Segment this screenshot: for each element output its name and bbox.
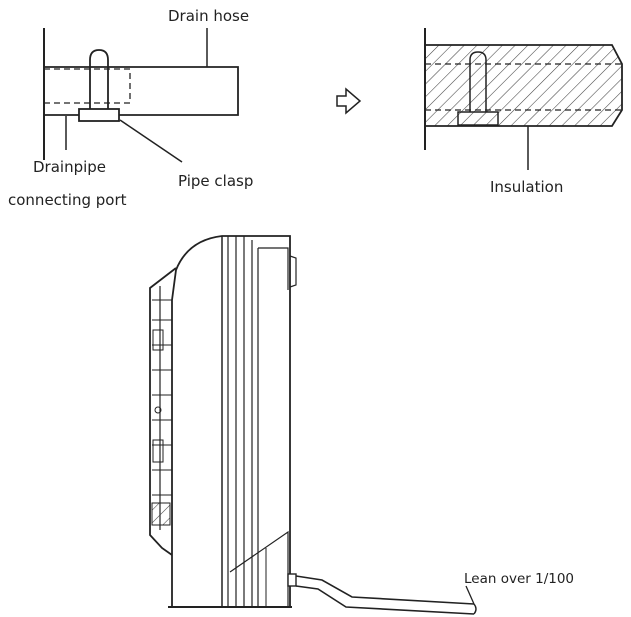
label-drainpipe: Drainpipe xyxy=(33,158,106,176)
pipe-clasp-loop xyxy=(89,49,109,110)
drain-hose-detail: Drain hose Drainpipe connecting port Pip… xyxy=(8,7,253,209)
wall-bracket xyxy=(289,255,297,288)
front-panel-outline xyxy=(171,235,291,608)
arrow-right-outline-icon xyxy=(336,87,362,115)
bottom-corner-panel xyxy=(229,530,289,607)
label-lean: Lean over 1/100 xyxy=(464,571,574,587)
drain-hose-body xyxy=(44,66,239,116)
pipe-clasp-base-insulated xyxy=(457,111,499,126)
label-connecting-port: connecting port xyxy=(8,191,127,209)
rear-housing-outline xyxy=(149,267,177,556)
pipe-clasp-loop-insulated xyxy=(469,51,487,112)
drain-hose-end xyxy=(473,603,477,615)
insulation-wrap xyxy=(424,44,623,127)
top-notch xyxy=(258,247,289,290)
pipe-clasp-base xyxy=(78,108,120,122)
label-drain-hose: Drain hose xyxy=(168,7,249,25)
drainpipe-connecting-port xyxy=(43,68,131,104)
label-pipe-clasp: Pipe clasp xyxy=(178,172,253,190)
drain-hose-top-edge xyxy=(295,575,475,605)
label-insulation: Insulation xyxy=(490,178,563,196)
leader-pipe-clasp xyxy=(119,119,183,163)
leader-lean xyxy=(465,585,475,605)
drain-outlet xyxy=(287,573,297,587)
rear-fan-grille xyxy=(151,299,172,526)
indoor-unit-side-view: Lean over 1/100 xyxy=(149,235,574,615)
drain-hose-bottom-edge xyxy=(295,585,475,615)
insulation-detail: Insulation xyxy=(424,28,623,196)
